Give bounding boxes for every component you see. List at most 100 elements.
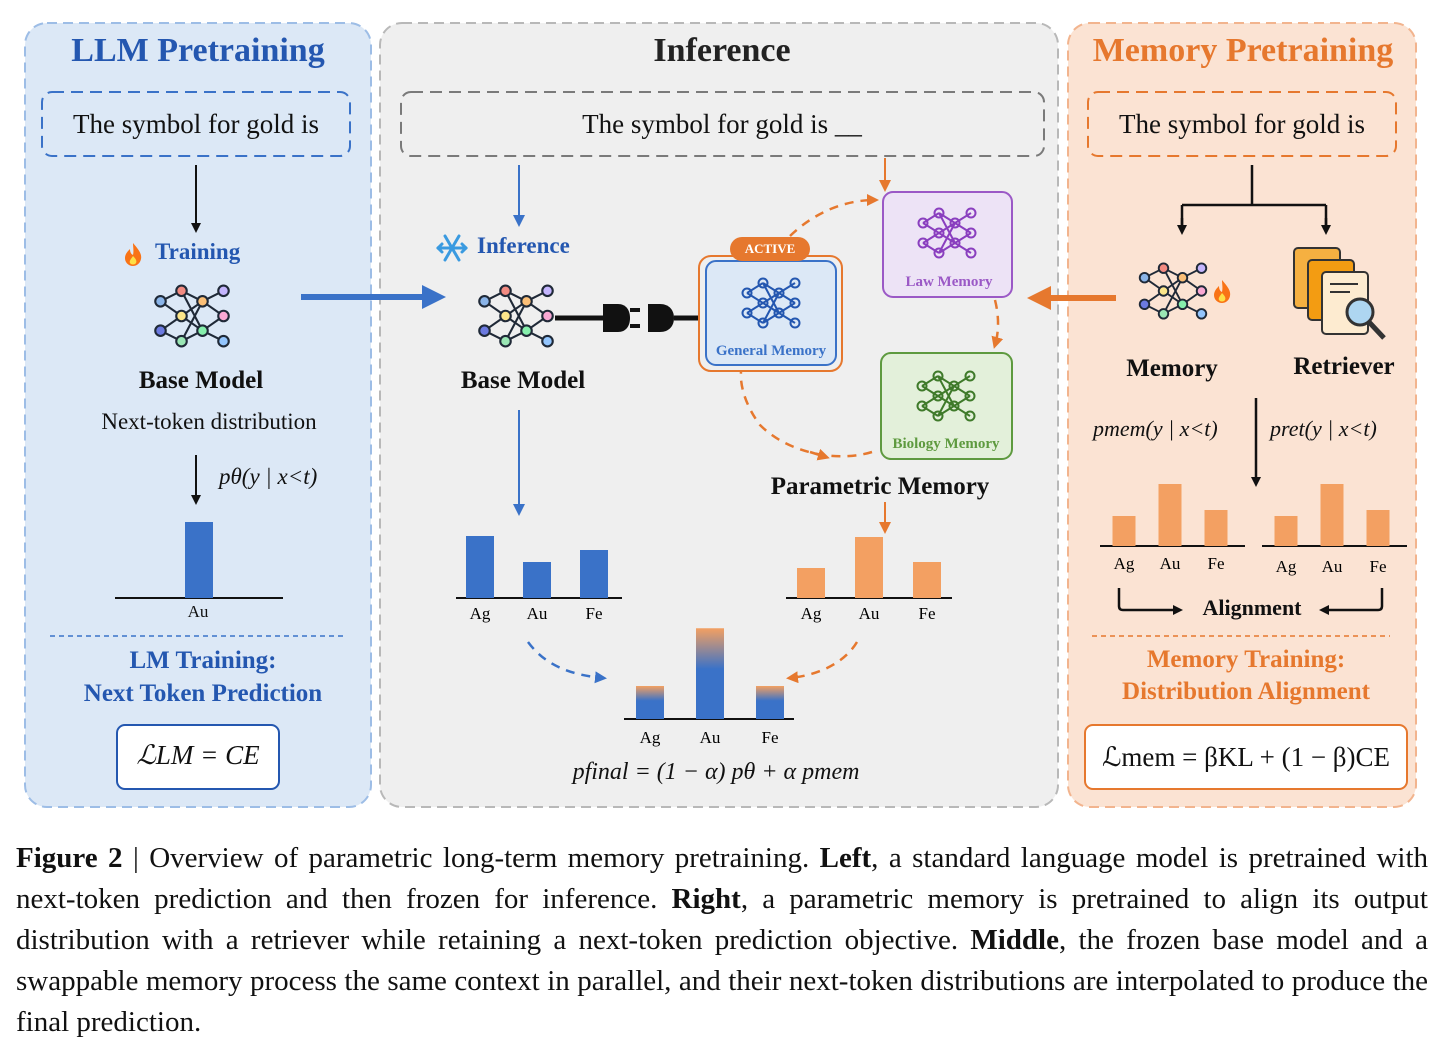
middle-memory-dist-bar-Ag — [797, 568, 825, 598]
right-retriever-dist-label-Ag: Ag — [1276, 557, 1297, 576]
middle-memory-dist-label-Ag: Ag — [801, 604, 822, 623]
left-section-title-1: LM Training: — [129, 647, 277, 674]
law-memory-card[interactable] — [882, 191, 1013, 298]
left-prompt-text: The symbol for gold is — [73, 109, 319, 139]
right-retriever-dist-label-Fe: Fe — [1370, 557, 1387, 576]
left-bar-Au — [185, 522, 213, 598]
left-section-title-2: Next Token Prediction — [83, 680, 323, 707]
cycle-arrow-general-to-law — [789, 194, 879, 237]
memory-label: Memory — [1126, 355, 1218, 382]
caption-right-text: , a parametric memory is pretrained to a… — [16, 883, 1428, 956]
fire-icon-right — [1214, 280, 1231, 303]
right-retriever-dist-bar-Ag — [1274, 516, 1298, 546]
caption-middle-text: , the frozen base model and a swappable … — [16, 924, 1428, 1038]
right-memory-dist-label-Ag: Ag — [1114, 554, 1135, 573]
biology-memory-label: Biology Memory — [892, 436, 1000, 452]
right-section-title-1: Memory Training: — [1146, 646, 1346, 673]
middle-memory-dist-label-Fe: Fe — [919, 604, 936, 623]
right-loss-formula: ℒmem = βKL + (1 − β)CE — [1101, 742, 1391, 772]
final-dist-bar-Au — [696, 628, 724, 719]
middle-memory-dist-bar-Fe — [913, 562, 941, 598]
final-dist-label-Fe: Fe — [762, 728, 779, 747]
middle-prompt-box — [400, 91, 1045, 157]
caption-left-bold: Left — [819, 842, 872, 874]
right-memory-dist-label-Fe: Fe — [1208, 554, 1225, 573]
plug-icon — [555, 304, 700, 332]
right-memory-chart: Ag Au Fe — [1100, 484, 1245, 573]
active-badge-text: ACTIVE — [744, 241, 796, 256]
cycle-arrow-law-to-bio — [991, 299, 1004, 349]
left-panel-title: LLM Pretraining — [71, 32, 325, 69]
training-label: Training — [155, 239, 241, 264]
left-panel — [24, 22, 372, 808]
left-bar-label: Au — [187, 602, 209, 621]
caption-middle-bold: Middle — [970, 924, 1059, 956]
fire-icon — [125, 243, 142, 266]
left-base-model-label: Base Model — [138, 367, 264, 394]
right-memory-dist-bar-Ag — [1112, 516, 1136, 546]
left-loss-box — [116, 724, 280, 790]
left-prompt-box — [41, 91, 351, 157]
middle-base-dist-label-Au: Au — [527, 604, 548, 623]
final-dist-label-Au: Au — [700, 728, 721, 747]
middle-memory-chart: Ag Au Fe — [786, 537, 952, 623]
middle-base-dist-label-Fe: Fe — [586, 604, 603, 623]
middle-memory-dist-label-Au: Au — [859, 604, 880, 623]
final-chart: Ag Au Fe — [624, 628, 794, 747]
cycle-arrow-bio-to-general — [739, 371, 873, 458]
middle-base-dist-label-Ag: Ag — [470, 604, 491, 623]
align-arrow-left — [1117, 588, 1183, 615]
cycle-arrowhead-to-general — [809, 448, 830, 461]
pmem-label: pmem(y | x<t) — [1093, 416, 1218, 441]
base-to-final-arrow — [526, 641, 607, 684]
right-loss-box — [1084, 724, 1408, 790]
active-badge — [730, 237, 810, 261]
right-prompt-box — [1087, 91, 1397, 157]
memory-to-final-arrow — [786, 641, 859, 684]
caption-intro: Overview of parametric long-term memory … — [149, 842, 820, 874]
right-memory-dist-label-Au: Au — [1160, 554, 1181, 573]
param-memory-label: Parametric Memory — [770, 473, 990, 500]
middle-base-model-label: Base Model — [460, 367, 586, 394]
right-section-title-2: Distribution Alignment — [1122, 678, 1370, 705]
right-retriever-dist-label-Au: Au — [1322, 557, 1343, 576]
right-memory-dist-bar-Au — [1158, 484, 1182, 546]
align-arrow-right — [1319, 588, 1384, 615]
law-memory-label: Law Memory — [905, 274, 993, 290]
retriever-label: Retriever — [1293, 353, 1395, 380]
final-dist-label-Ag: Ag — [640, 728, 661, 747]
middle-memory-dist-bar-Au — [855, 537, 883, 598]
final-formula: pfinal = (1 − α) pθ + α pmem — [572, 759, 860, 785]
caption-figure-label: Figure 2 — [16, 842, 123, 874]
caption-right-bold: Right — [671, 883, 741, 915]
left-loss-formula: ℒLM = CE — [136, 740, 260, 770]
right-prompt-text: The symbol for gold is — [1119, 109, 1365, 139]
right-prompt-split-arrows — [1180, 165, 1328, 228]
right-memory-dist-bar-Fe — [1204, 510, 1228, 546]
middle-base-dist-bar-Au — [523, 562, 551, 598]
middle-base-dist-bar-Ag — [466, 536, 494, 598]
retriever-document-icon — [1293, 247, 1386, 340]
final-dist-bar-Ag — [636, 686, 664, 719]
right-retriever-dist-bar-Au — [1320, 484, 1344, 546]
next-token-dist-label: Next-token distribution — [101, 409, 317, 434]
right-panel-title: Memory Pretraining — [1092, 32, 1394, 69]
alignment-label: Alignment — [1202, 595, 1302, 620]
biology-memory-card[interactable] — [880, 352, 1013, 460]
final-dist-bar-Fe — [756, 686, 784, 719]
caption-left-text: , a standard language model is pretraine… — [16, 842, 1429, 915]
general-memory-label: General Memory — [715, 343, 827, 359]
pret-label: pret(y | x<t) — [1270, 416, 1377, 441]
middle-base-chart: Ag Au Fe — [456, 536, 622, 623]
caption-sep: | — [122, 842, 150, 874]
snowflake-icon — [436, 234, 468, 262]
middle-panel-title: Inference — [653, 32, 791, 69]
middle-base-dist-bar-Fe — [580, 550, 608, 598]
left-prob-label: pθ(y | x<t) — [219, 464, 318, 489]
right-retriever-dist-bar-Fe — [1366, 510, 1390, 546]
middle-prompt-text: The symbol for gold is __ — [582, 109, 862, 139]
figure-caption: Figure 2 | Overview of parametric long-t… — [16, 838, 1428, 1043]
right-retriever-chart: Ag Au Fe — [1262, 484, 1407, 576]
inference-label: Inference — [477, 233, 570, 258]
